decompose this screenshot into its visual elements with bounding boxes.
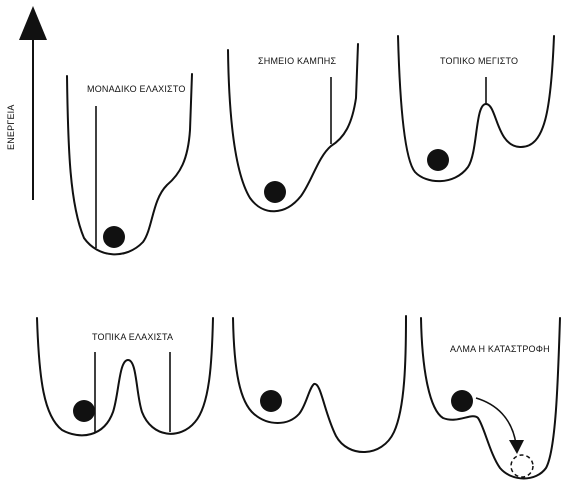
energy-axis: ΕΝΕΡΓΕΙΑ [6,6,47,200]
panel-4-ball [73,400,95,422]
energy-axis-label: ΕΝΕΡΓΕΙΑ [6,104,16,150]
panel-1-label: ΜΟΝΑΔΙΚΟ ΕΛΑΧΙΣΤΟ [87,84,186,94]
energy-axis-arrowhead [19,6,47,40]
panel-6-energy-curve [421,318,560,479]
panel-1-ball [103,226,125,248]
panel-local-maximum: ΤΟΠΙΚΟ ΜΕΓΙΣΤΟ [398,36,554,181]
panel-2-label: ΣΗΜΕΙΟ ΚΑΜΠΗΣ [258,56,336,66]
panel-2-ball [264,181,286,203]
panel-local-minima: ΤΟΠΙΚΑ ΕΛΑΧΙΣΤΑ [37,318,213,435]
panel-unlabeled [233,316,406,452]
panel-6-label: ΑΛΜΑ Η ΚΑΤΑΣΤΡΟΦΗ [450,344,550,354]
panel-6-jump-arrow [476,398,516,444]
panel-2-energy-curve [228,44,358,211]
panel-5-ball [260,390,282,412]
panel-3-ball [427,149,449,171]
panel-6-jump-arrowhead [509,440,524,454]
panel-6-ghost-ball [511,455,533,477]
panel-6-ball [451,390,473,412]
panel-5-energy-curve [233,316,406,452]
panel-3-label: ΤΟΠΙΚΟ ΜΕΓΙΣΤΟ [440,56,518,66]
panel-4-label: ΤΟΠΙΚΑ ΕΛΑΧΙΣΤΑ [92,332,173,342]
panel-1-energy-curve [67,74,192,254]
panel-jump-catastrophe: ΑΛΜΑ Η ΚΑΤΑΣΤΡΟΦΗ [421,318,560,479]
panel-inflection-point: ΣΗΜΕΙΟ ΚΑΜΠΗΣ [228,44,358,211]
panel-single-minimum: ΜΟΝΑΔΙΚΟ ΕΛΑΧΙΣΤΟ [67,74,192,254]
